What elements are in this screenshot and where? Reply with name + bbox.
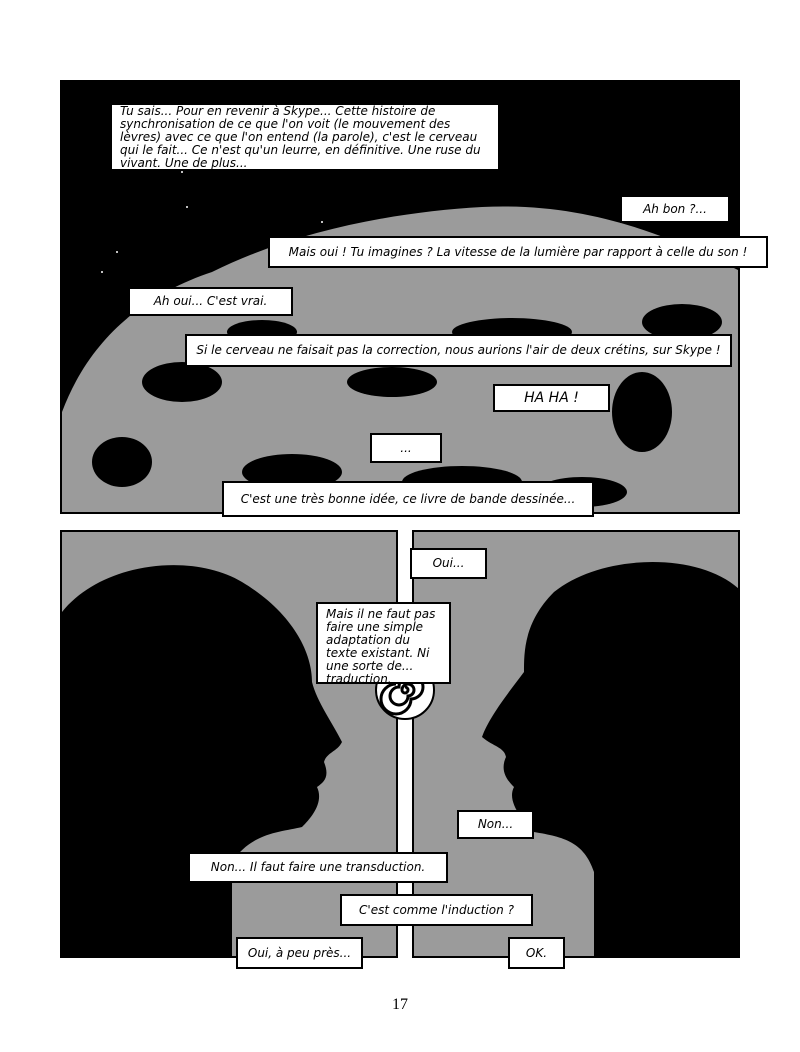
bubble-a-peu-pres: Oui, à peu près... — [236, 937, 363, 969]
left-head-silhouette — [62, 565, 342, 956]
caption-ah-oui: Ah oui... C'est vrai. — [128, 287, 293, 316]
bubble-induction: C'est comme l'induction ? — [340, 894, 533, 926]
caption-bonne-idee: C'est une très bonne idée, ce livre de b… — [222, 481, 594, 517]
caption-si-le-cerveau: Si le cerveau ne faisait pas la correcti… — [185, 334, 732, 367]
bubble-ok: OK. — [508, 937, 565, 969]
caption-ellipsis: ... — [370, 433, 442, 463]
bubble-mais-il-ne-faut: Mais il ne faut pas faire une simple ada… — [316, 602, 451, 686]
bubble-transduction: Non... Il faut faire une transduction. — [188, 852, 448, 883]
bubble-oui: Oui... — [410, 548, 487, 579]
caption-ha-ha: HA HA ! — [493, 384, 610, 412]
caption-skype-intro: Tu sais... Pour en revenir à Skype... Ce… — [110, 103, 500, 171]
caption-mais-oui: Mais oui ! Tu imagines ? La vitesse de l… — [268, 236, 768, 268]
caption-ah-bon: Ah bon ?... — [620, 195, 730, 223]
bubble-non: Non... — [457, 810, 534, 839]
bottom-right-panel — [412, 530, 740, 958]
bottom-left-panel — [60, 530, 398, 958]
page-number: 17 — [392, 996, 408, 1013]
right-head-silhouette — [482, 562, 738, 956]
